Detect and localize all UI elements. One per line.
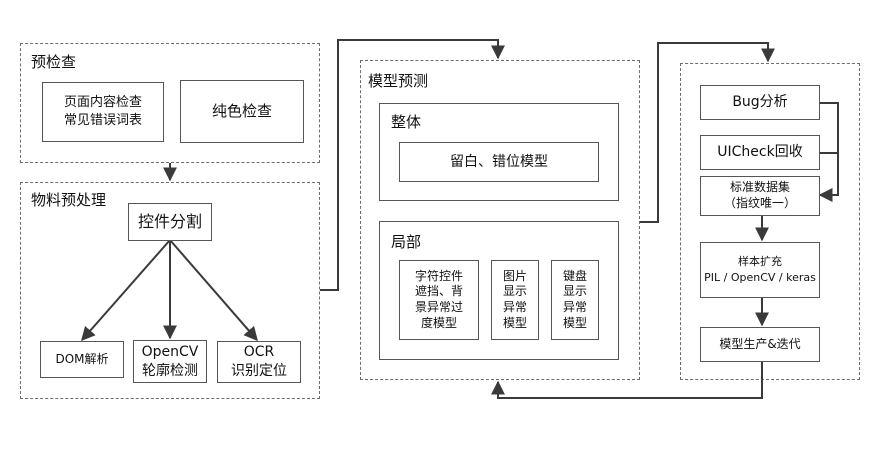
- model-title: 模型预测: [368, 72, 429, 90]
- dom-parse-box: DOM解析: [40, 341, 124, 378]
- solid-color-check-box: 纯色检查: [180, 80, 304, 143]
- model-produce-iterate-box: 模型生产&迭代: [700, 327, 820, 362]
- local-image-display-model-box: 图片 显示 异常 模型: [491, 260, 539, 340]
- ocr-locate-box: OCR 识别定位: [217, 341, 301, 383]
- material-title: 物料预处理: [31, 191, 107, 209]
- precheck-title: 预检查: [31, 53, 77, 71]
- uicheck-recycle-box: UICheck回收: [700, 135, 820, 170]
- opencv-contour-box: OpenCV 轮廓检测: [133, 340, 207, 383]
- page-content-check-box: 页面内容检查 常见错误词表: [42, 82, 164, 142]
- standard-dataset-box: 标准数据集 （指纹唯一）: [700, 176, 820, 216]
- local-keyboard-display-model-box: 键盘 显示 异常 模型: [551, 260, 599, 340]
- whitespace-misalign-model-box: 留白、错位模型: [399, 142, 599, 182]
- whole-title: 整体: [391, 113, 422, 131]
- control-split-box: 控件分割: [128, 203, 212, 241]
- local-title: 局部: [391, 233, 422, 251]
- sample-augment-box: 样本扩充 PIL / OpenCV / keras: [700, 242, 820, 298]
- local-char-occlusion-model-box: 字符控件 遮挡、背 景异常过 度模型: [399, 260, 479, 340]
- bug-analysis-box: Bug分析: [700, 85, 820, 120]
